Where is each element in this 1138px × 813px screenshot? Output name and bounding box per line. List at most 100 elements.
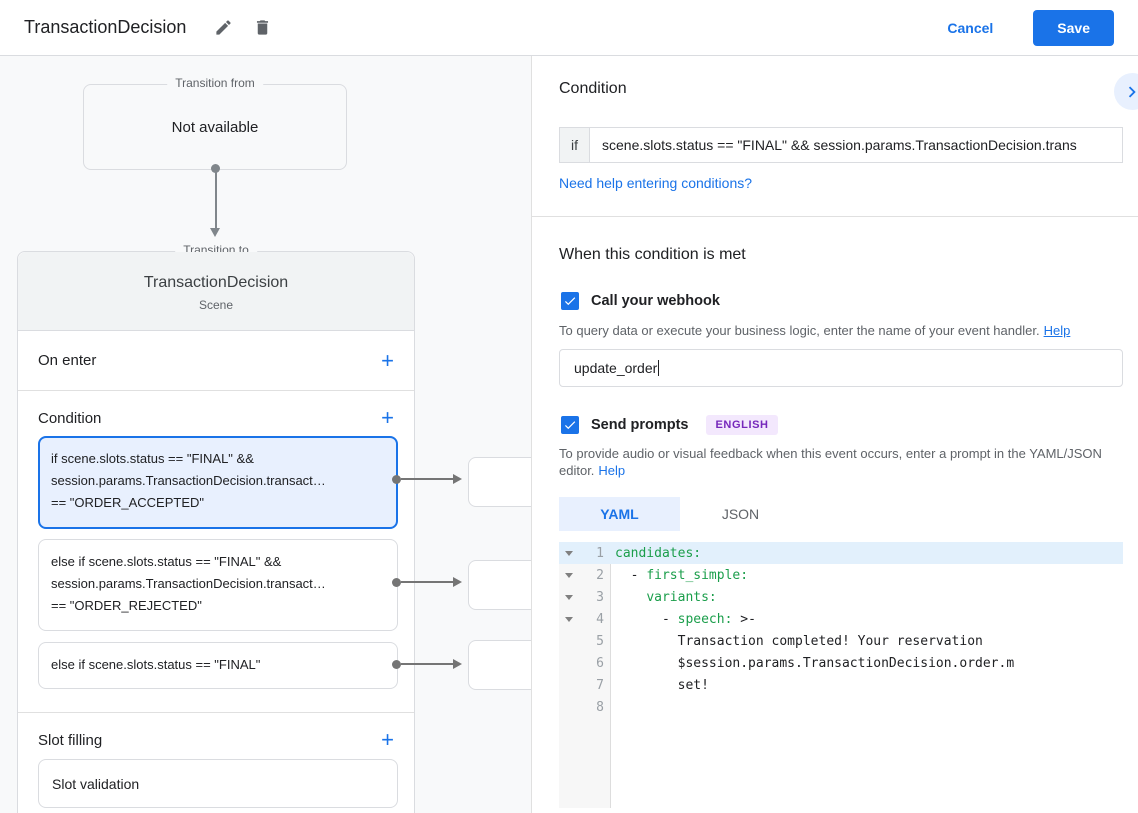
transition-target-box[interactable] <box>468 457 531 507</box>
condition-section-label: Condition <box>38 409 102 427</box>
yaml-plain: - <box>615 567 647 583</box>
editor-line: 5 Transaction completed! Your reservatio… <box>559 630 1123 652</box>
yaml-plain: Transaction completed! Your reservation <box>615 633 983 649</box>
delete-scene-button[interactable] <box>253 18 272 37</box>
fold-toggle[interactable] <box>559 594 579 600</box>
code-text: $session.params.TransactionDecision.orde… <box>611 656 1123 671</box>
line-number: 4 <box>596 611 604 627</box>
prompts-help-link[interactable]: Help <box>598 463 626 478</box>
condition-text: session.params.TransactionDecision.trans… <box>51 576 326 591</box>
prompts-description: To provide audio or visual feedback when… <box>559 445 1122 479</box>
if-prefix-label: if <box>559 127 590 163</box>
webhook-description-text: To query data or execute your business l… <box>559 323 1040 338</box>
condition-text: else if scene.slots.status == "FINAL" <box>51 657 261 672</box>
condition-item[interactable]: else if scene.slots.status == "FINAL" &&… <box>38 539 398 631</box>
webhook-handler-value: update_order <box>574 360 658 376</box>
condition-text: if scene.slots.status == "FINAL" && <box>51 451 254 466</box>
edit-scene-button[interactable] <box>214 18 233 37</box>
yaml-key: variants: <box>646 589 717 605</box>
yaml-plain: $session.params.TransactionDecision.orde… <box>615 655 1015 671</box>
collapse-panel-button[interactable] <box>1114 73 1138 110</box>
slot-filling-section: Slot filling + <box>18 722 414 758</box>
fold-toggle[interactable] <box>559 616 579 622</box>
triangle-down-icon <box>565 616 573 622</box>
text-caret <box>658 360 660 376</box>
add-on-enter-button[interactable]: + <box>381 347 394 373</box>
slot-validation-item[interactable]: Slot validation <box>38 759 398 808</box>
cancel-button[interactable]: Cancel <box>947 19 994 36</box>
prompts-checkbox-label: Send prompts <box>591 417 689 433</box>
connector-dot <box>392 475 401 484</box>
tab-json[interactable]: JSON <box>680 497 801 531</box>
condition-text: session.params.TransactionDecision.trans… <box>51 473 326 488</box>
condition-detail-panel: Condition if scene.slots.status == "FINA… <box>531 56 1138 813</box>
editor-line: 6 $session.params.TransactionDecision.or… <box>559 652 1123 674</box>
webhook-description: To query data or execute your business l… <box>559 322 1070 339</box>
webhook-handler-input[interactable]: update_order <box>559 349 1123 387</box>
triangle-down-icon <box>565 572 573 578</box>
add-slot-button[interactable]: + <box>381 727 394 752</box>
condition-expression-input[interactable]: scene.slots.status == "FINAL" && session… <box>590 127 1123 163</box>
prompts-description-text: To provide audio or visual feedback when… <box>559 446 1102 478</box>
arrow-right-icon <box>453 474 462 484</box>
chevron-right-icon <box>1128 86 1136 97</box>
scene-flow-canvas: Transition from Not available Transition… <box>0 56 531 813</box>
fold-toggle[interactable] <box>559 572 579 578</box>
line-number: 1 <box>596 545 604 561</box>
webhook-help-link[interactable]: Help <box>1043 323 1071 338</box>
connector-dot <box>392 578 401 587</box>
condition-item-selected[interactable]: if scene.slots.status == "FINAL" && sess… <box>38 436 398 529</box>
code-text: variants: <box>611 590 1123 605</box>
connector-dot <box>392 660 401 669</box>
editor-line: 7 set! <box>559 674 1123 696</box>
connector-line <box>401 581 453 583</box>
prompts-checkbox[interactable] <box>561 416 579 434</box>
line-number: 5 <box>596 633 604 649</box>
condition-item[interactable]: else if scene.slots.status == "FINAL" <box>38 642 398 689</box>
yaml-plain: set! <box>615 677 709 693</box>
tab-yaml[interactable]: YAML <box>559 497 680 531</box>
transition-to-card: Transition to TransactionDecision Scene … <box>17 243 415 813</box>
yaml-key: speech: <box>677 611 733 627</box>
save-button[interactable]: Save <box>1033 9 1114 46</box>
slot-filling-label: Slot filling <box>38 731 103 749</box>
scene-name: TransactionDecision <box>143 274 289 291</box>
webhook-checkbox-label: Call your webhook <box>591 293 720 309</box>
on-enter-section: On enter + <box>18 331 414 391</box>
transition-target-box[interactable] <box>468 560 531 610</box>
scene-card-header[interactable]: TransactionDecision Scene <box>18 252 414 331</box>
arrow-right-icon <box>453 659 462 669</box>
pencil-icon <box>216 20 232 35</box>
editor-line: 3 variants: <box>559 586 1123 608</box>
panel-title: Condition <box>559 80 627 97</box>
transition-target-box[interactable] <box>468 640 531 690</box>
webhook-checkbox[interactable] <box>561 292 579 310</box>
arrow-down-icon <box>210 228 220 237</box>
code-text: Transaction completed! Your reservation <box>611 634 1123 649</box>
trash-icon <box>257 20 269 35</box>
check-icon <box>564 421 576 430</box>
section-divider <box>18 712 414 713</box>
line-number: 2 <box>596 567 604 583</box>
connector-line <box>401 478 453 480</box>
add-condition-button[interactable]: + <box>381 405 394 430</box>
webhook-checkbox-row: Call your webhook <box>561 292 720 310</box>
on-enter-label: On enter <box>38 352 97 369</box>
condition-expression-row: if scene.slots.status == "FINAL" && sess… <box>559 127 1123 163</box>
code-text: - speech: >- <box>611 612 1123 627</box>
connector-line <box>401 663 453 665</box>
yaml-code-editor[interactable]: 1 candidates: 2 - first_simple: 3 varian… <box>559 542 1123 808</box>
fold-toggle[interactable] <box>559 550 579 556</box>
yaml-plain <box>615 590 646 605</box>
code-text: set! <box>611 678 1123 693</box>
transition-from-label: Transition from <box>167 76 263 90</box>
condition-text: == "ORDER_ACCEPTED" <box>51 495 204 510</box>
yaml-plain: >- <box>732 611 756 627</box>
top-toolbar: TransactionDecision Cancel Save <box>0 0 1138 56</box>
panel-divider <box>532 216 1138 217</box>
line-number: 6 <box>596 655 604 671</box>
transition-from-box: Transition from Not available <box>83 76 347 170</box>
conditions-help-link[interactable]: Need help entering conditions? <box>559 175 753 191</box>
language-badge: ENGLISH <box>706 415 778 435</box>
arrow-right-icon <box>453 577 462 587</box>
